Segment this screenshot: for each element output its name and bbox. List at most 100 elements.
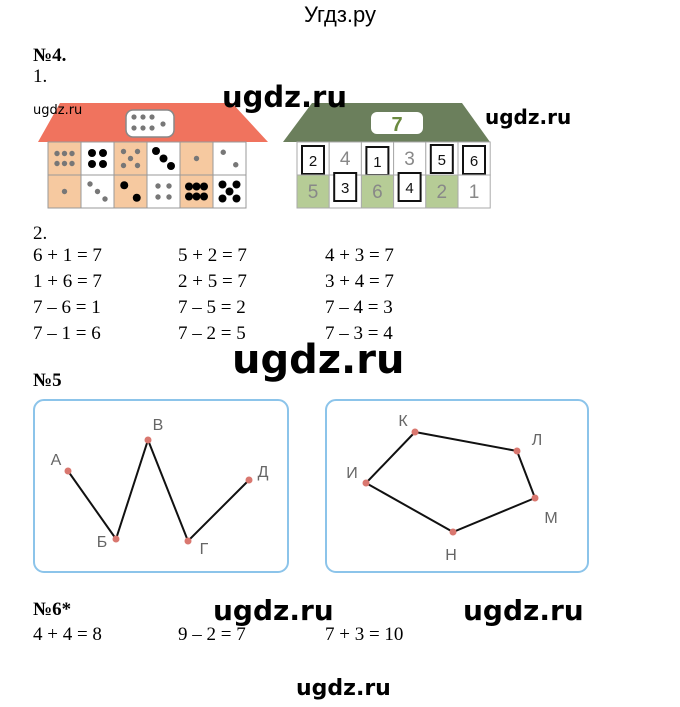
dot (61, 150, 68, 157)
dot (166, 183, 172, 189)
dot (134, 148, 141, 155)
number-cell (328, 141, 362, 176)
dot (140, 125, 146, 131)
dot (185, 182, 193, 191)
geometry-figures: А Б В Г Д К Л М Н И (33, 399, 589, 573)
equation: 1 + 6 = 7 (33, 271, 102, 292)
dot (166, 194, 172, 200)
dot (192, 182, 201, 191)
point (112, 535, 120, 543)
dot (218, 180, 227, 189)
equation: 2 + 5 = 7 (178, 271, 247, 292)
dot (200, 182, 208, 191)
point-label: Л (532, 432, 543, 449)
dot (127, 155, 134, 162)
dot (88, 160, 96, 168)
dot (193, 155, 200, 162)
cell-number: 3 (404, 149, 415, 170)
task5-heading: №5 (33, 370, 62, 391)
dot (152, 147, 160, 155)
dot (232, 180, 241, 189)
number-cell (360, 174, 395, 209)
dot (149, 125, 155, 131)
equation: 7 – 3 = 4 (325, 323, 393, 344)
equation: 3 + 4 = 7 (325, 271, 394, 292)
dot (232, 194, 241, 203)
figure-frame-right (325, 399, 589, 573)
number-cell (457, 174, 491, 209)
dot (61, 188, 68, 195)
dot (225, 187, 234, 196)
dot (61, 160, 68, 167)
cell-number: 1 (373, 154, 381, 171)
point (144, 436, 152, 444)
watermark: ugdz.ru (232, 337, 405, 383)
watermark: ugdz.ru (33, 103, 83, 118)
point-label: К (398, 413, 408, 430)
number-cell (296, 174, 330, 209)
dot (69, 160, 75, 167)
dot (149, 114, 155, 120)
dot (120, 148, 127, 155)
cell-number: 3 (341, 180, 349, 197)
point (245, 476, 253, 484)
watermark: ugdz.ru (463, 594, 584, 627)
equation: 7 – 4 = 3 (325, 297, 393, 318)
point-label: И (346, 465, 358, 482)
die-cell (113, 174, 148, 209)
cell-number: 4 (405, 180, 413, 197)
dot (131, 114, 137, 120)
point-label: Д (258, 464, 269, 481)
task6-eq-1: 4 + 4 = 8 (33, 624, 102, 645)
watermark: ugdz.ru (213, 594, 334, 627)
point-label: Г (200, 541, 209, 558)
cell-number: 2 (309, 153, 317, 170)
task6-eq-3: 7 + 3 = 10 (325, 624, 404, 645)
point (184, 537, 192, 545)
dot (159, 154, 168, 163)
dot (140, 114, 146, 120)
cell-number: 5 (438, 152, 446, 169)
equation: 7 – 2 = 5 (178, 323, 246, 344)
point-label: А (51, 452, 62, 469)
equation: 5 + 2 = 7 (178, 245, 247, 266)
dot (134, 162, 141, 169)
number-box (301, 145, 325, 175)
dot (233, 162, 239, 168)
die-cell (212, 141, 247, 176)
point (531, 494, 539, 502)
watermark: ugdz.ru (222, 80, 348, 114)
dot (155, 194, 161, 200)
cell-number: 1 (469, 182, 480, 203)
equation: 7 – 5 = 2 (178, 297, 246, 318)
point-label: Н (445, 547, 457, 564)
part1-label: 1. (33, 66, 48, 87)
point-label: Б (97, 534, 108, 551)
number-box (397, 172, 422, 202)
dot (185, 192, 193, 201)
point-label: М (544, 510, 557, 527)
equation: 7 – 6 = 1 (33, 297, 101, 318)
equation: 4 + 3 = 7 (325, 245, 394, 266)
dot (99, 149, 107, 157)
dot (88, 149, 96, 157)
point-label: В (153, 417, 164, 434)
roof-number: 7 (391, 114, 402, 136)
cell-number: 6 (470, 153, 478, 170)
number-box (429, 144, 454, 174)
dot (87, 181, 93, 187)
dot (54, 150, 60, 157)
polyline (67, 437, 250, 543)
point (513, 447, 521, 455)
point (64, 467, 72, 475)
point (411, 428, 419, 436)
die-cell (146, 174, 181, 209)
dot (160, 121, 166, 127)
watermark: ugdz.ru (485, 105, 572, 129)
dot (220, 149, 226, 155)
dot (69, 150, 75, 157)
cell-number: 2 (437, 182, 448, 203)
point (362, 479, 370, 487)
